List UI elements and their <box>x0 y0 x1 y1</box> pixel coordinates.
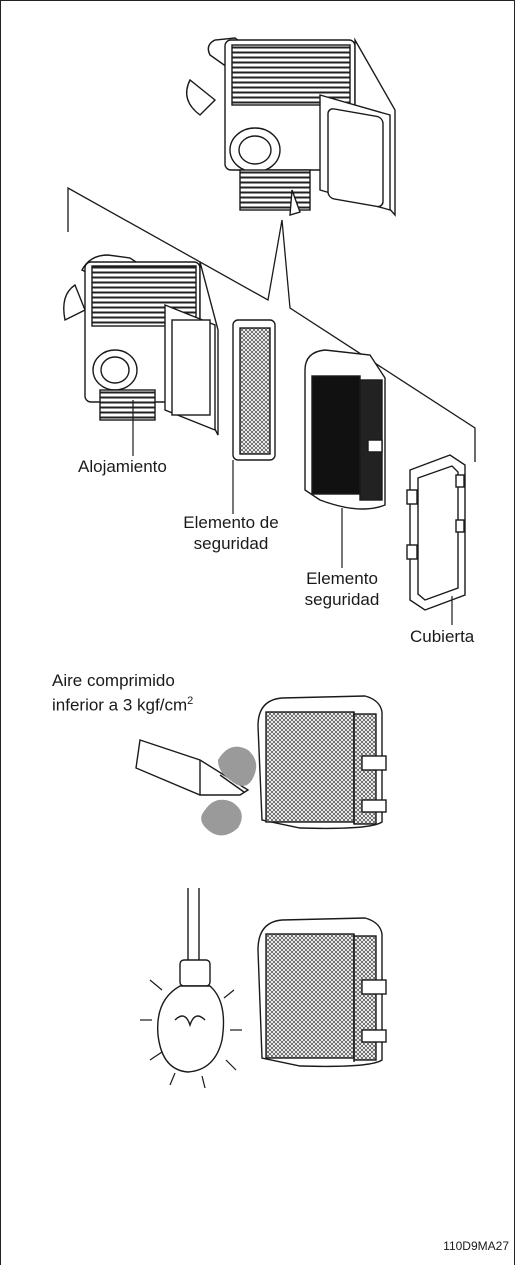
label-safety-element: Elemento de seguridad <box>176 512 286 554</box>
label-housing: Alojamiento <box>78 457 167 476</box>
assembled-air-cleaner <box>186 37 396 217</box>
light-bulb-drawing <box>156 888 225 1073</box>
air-blast-cloud <box>201 746 257 836</box>
label-safety-element-line1: Elemento de <box>183 513 279 532</box>
figure-code: 110D9MA27 <box>443 1239 509 1253</box>
main-element-drawing <box>304 349 386 510</box>
label-safety-element-line2: seguridad <box>193 534 269 553</box>
label-element-line1: Elemento <box>306 569 378 588</box>
label-compressed-air: Aire comprimido inferior a 3 kgf/cm2 <box>52 670 193 716</box>
cover-drawing <box>406 454 466 611</box>
filter-element-air-clean <box>257 695 387 830</box>
housing-drawing <box>63 254 219 436</box>
label-element: Elemento seguridad <box>292 568 392 610</box>
label-compressed-air-line2: inferior a 3 kgf/cm2 <box>52 691 193 716</box>
assembly-split-lines <box>67 186 476 462</box>
label-cover: Cubierta <box>410 627 475 646</box>
safety-element-drawing <box>232 319 276 461</box>
label-compressed-air-superscript: 2 <box>187 695 194 707</box>
compressed-air-nozzle <box>135 739 250 796</box>
label-element-line2: seguridad <box>304 590 380 609</box>
label-compressed-air-text: inferior a 3 kgf/cm <box>52 695 188 715</box>
light-rays <box>140 979 242 1089</box>
label-compressed-air-line1: Aire comprimido <box>52 671 175 690</box>
filter-element-light-check <box>257 917 387 1068</box>
